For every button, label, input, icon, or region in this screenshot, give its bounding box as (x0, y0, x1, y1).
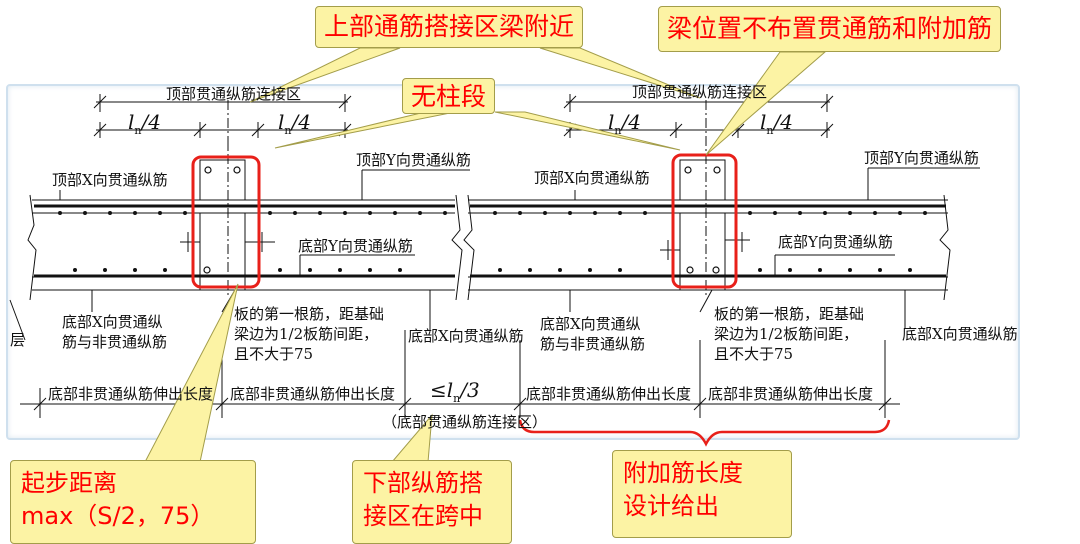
bottom-x-through-right: 底部X向贯通纵筋 (902, 325, 1018, 343)
top-x-bar-left-label: 顶部X向贯通纵筋 (52, 171, 168, 189)
ln-quarter-4: ln/4 (760, 110, 793, 137)
ln-quarter-1: ln/4 (128, 110, 161, 137)
callout-start-distance: 起步距离 max（S/2，75） (10, 460, 256, 544)
callout-bottom-lap: 下部纵筋搭 接区在跨中 (352, 460, 512, 544)
layer-fragment: 层 (10, 331, 26, 349)
first-bar-note-right-1: 板的第一根筋，距基础 (714, 305, 865, 323)
le-ln-third: ≤ln/3 (430, 378, 480, 405)
first-bar-note-left-1: 板的第一根筋，距基础 (234, 305, 385, 323)
top-lap-zone-right: 顶部贯通纵筋连接区 (632, 83, 768, 101)
callout-additional-bar-line1: 附加筋长度 (623, 459, 743, 487)
bottom-x-mixed-left-2: 筋与非贯通纵筋 (62, 333, 168, 351)
first-bar-note-right-2: 梁边为1/2板筋间距， (714, 325, 859, 343)
top-y-bar-left-label: 顶部Y向贯通纵筋 (356, 151, 471, 169)
top-lap-zone-left: 顶部贯通纵筋连接区 (166, 85, 302, 103)
callout-additional-bar-line2: 设计给出 (623, 492, 719, 520)
callout-no-rebar-at-beam: 梁位置不布置贯通筋和附加筋 (658, 6, 1002, 52)
callout-bottom-lap-line1: 下部纵筋搭 (363, 469, 483, 497)
bottom-x-mixed-right-2: 筋与非贯通纵筋 (540, 335, 646, 353)
bottom-x-through-left: 底部X向贯通纵筋 (408, 327, 524, 345)
nonthrough-ext-1: 底部非贯通纵筋伸出长度 (48, 385, 214, 403)
bottom-y-bar-left-label: 底部Y向贯通纵筋 (298, 237, 413, 255)
bottom-y-bar-right-label: 底部Y向贯通纵筋 (778, 233, 893, 251)
first-bar-note-left-2: 梁边为1/2板筋间距， (234, 325, 379, 343)
callout-top-lap-zone: 上部通筋搭接区梁附近 (315, 6, 584, 48)
nonthrough-ext-4: 底部非贯通纵筋伸出长度 (708, 385, 874, 403)
ln-quarter-3: ln/4 (608, 110, 641, 137)
ln-quarter-2: ln/4 (278, 110, 311, 137)
top-x-bar-right-label: 顶部X向贯通纵筋 (534, 169, 650, 187)
bottom-lap-zone: （底部贯通纵筋连接区） (382, 413, 548, 431)
callout-bottom-lap-line2: 接区在跨中 (363, 502, 483, 530)
bottom-x-mixed-left-1: 底部X向贯通纵 (62, 313, 163, 331)
callout-no-column-segment: 无柱段 (402, 78, 496, 114)
first-bar-note-left-3: 且不大于75 (234, 345, 314, 363)
nonthrough-ext-2: 底部非贯通纵筋伸出长度 (230, 385, 396, 403)
bottom-x-mixed-right-1: 底部X向贯通纵 (540, 315, 641, 333)
callout-start-distance-line2: max（S/2，75） (21, 502, 215, 530)
callout-additional-bar: 附加筋长度 设计给出 (612, 450, 792, 538)
callout-start-distance-line1: 起步距离 (21, 469, 117, 497)
top-y-bar-right-label: 顶部Y向贯通纵筋 (864, 149, 979, 167)
drawing-frame (6, 84, 1020, 440)
nonthrough-ext-3: 底部非贯通纵筋伸出长度 (526, 385, 692, 403)
first-bar-note-right-3: 且不大于75 (714, 345, 794, 363)
